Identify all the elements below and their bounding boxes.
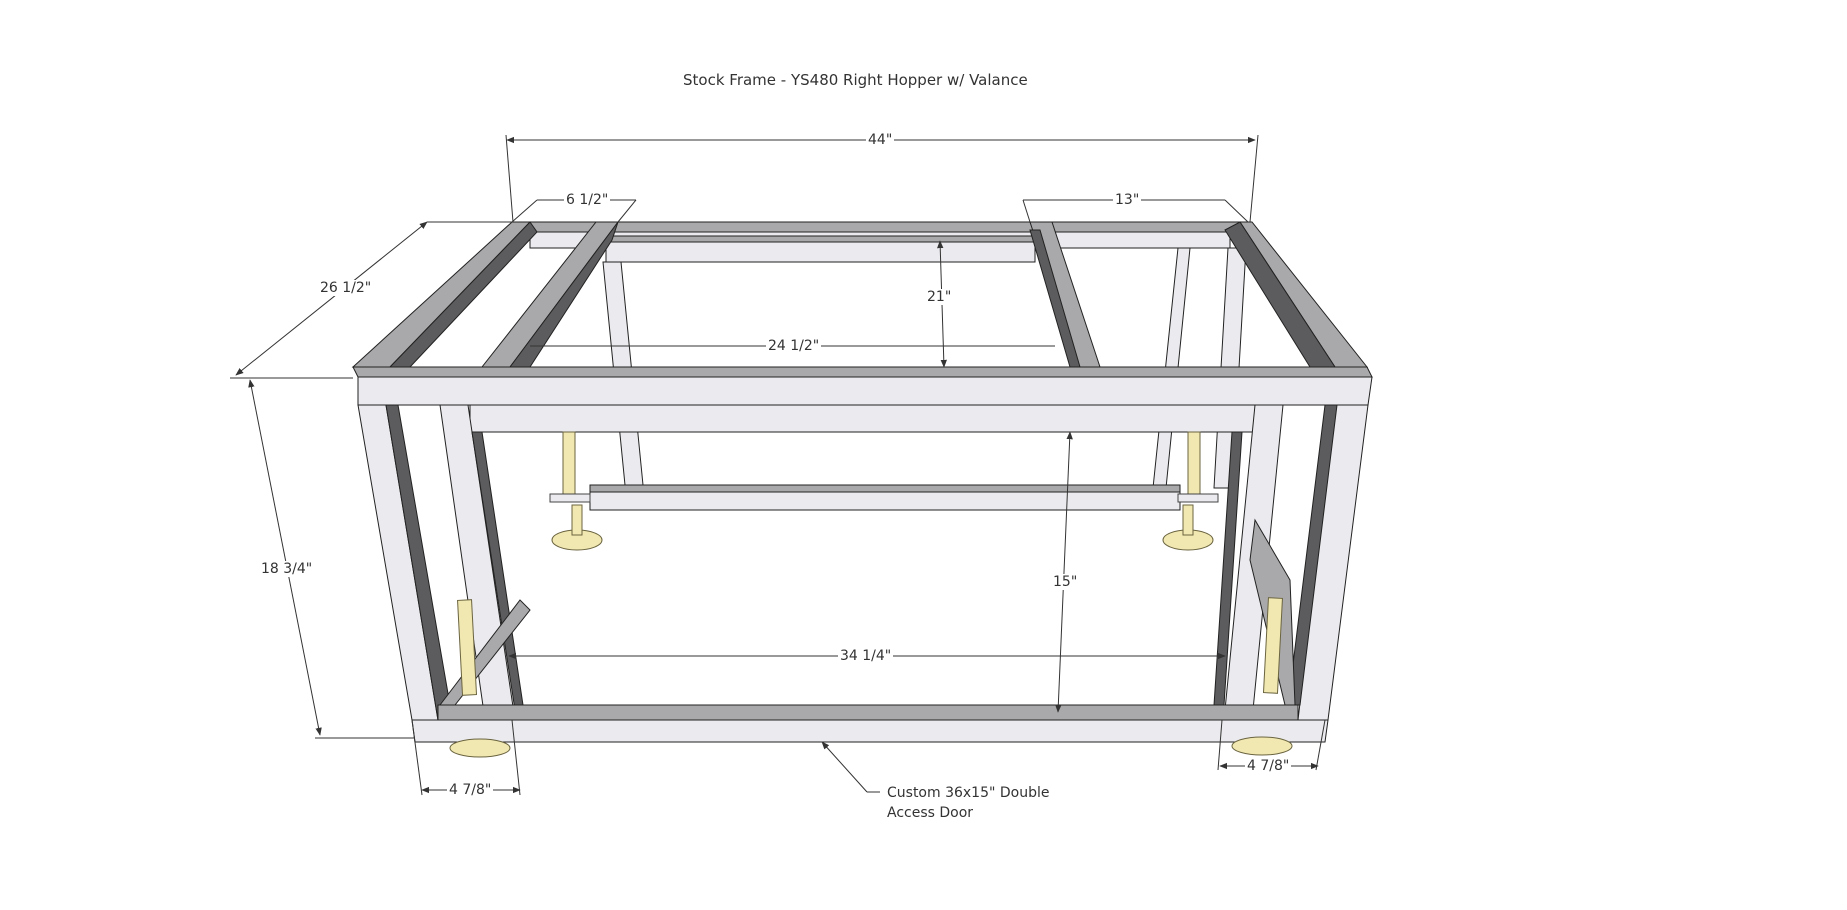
dim-right-opening: 13" bbox=[1113, 192, 1142, 208]
foot-stem-back-right bbox=[1187, 431, 1201, 495]
dim-door-height: 15" bbox=[1051, 574, 1080, 590]
foot-stem-front-right bbox=[1262, 597, 1283, 694]
dim-right-leg-offset: 4 7/8" bbox=[1245, 758, 1292, 774]
callout-line-1: Custom 36x15" Double bbox=[887, 785, 1050, 801]
dim-depth: 26 1/2" bbox=[318, 280, 374, 296]
dim-door-width: 34 1/4" bbox=[838, 648, 894, 664]
dim-height: 18 3/4" bbox=[259, 561, 315, 577]
door-callout: Custom 36x15" Double Access Door bbox=[887, 783, 1050, 823]
foot-stem-back-left bbox=[562, 431, 576, 495]
dim-left-opening: 6 1/2" bbox=[564, 192, 611, 208]
foot-stem-front-left bbox=[457, 599, 478, 696]
dim-left-leg-offset: 4 7/8" bbox=[447, 782, 494, 798]
front-frame bbox=[352, 366, 1373, 743]
dim-overall-length: 44" bbox=[866, 132, 895, 148]
back-frame bbox=[511, 221, 1249, 511]
diagram-title: Stock Frame - YS480 Right Hopper w/ Vala… bbox=[683, 71, 1028, 89]
dim-top-opening-width: 24 1/2" bbox=[766, 338, 822, 354]
callout-line-2: Access Door bbox=[887, 805, 974, 821]
dim-inner-depth: 21" bbox=[925, 289, 954, 305]
leveling-feet bbox=[449, 431, 1293, 758]
